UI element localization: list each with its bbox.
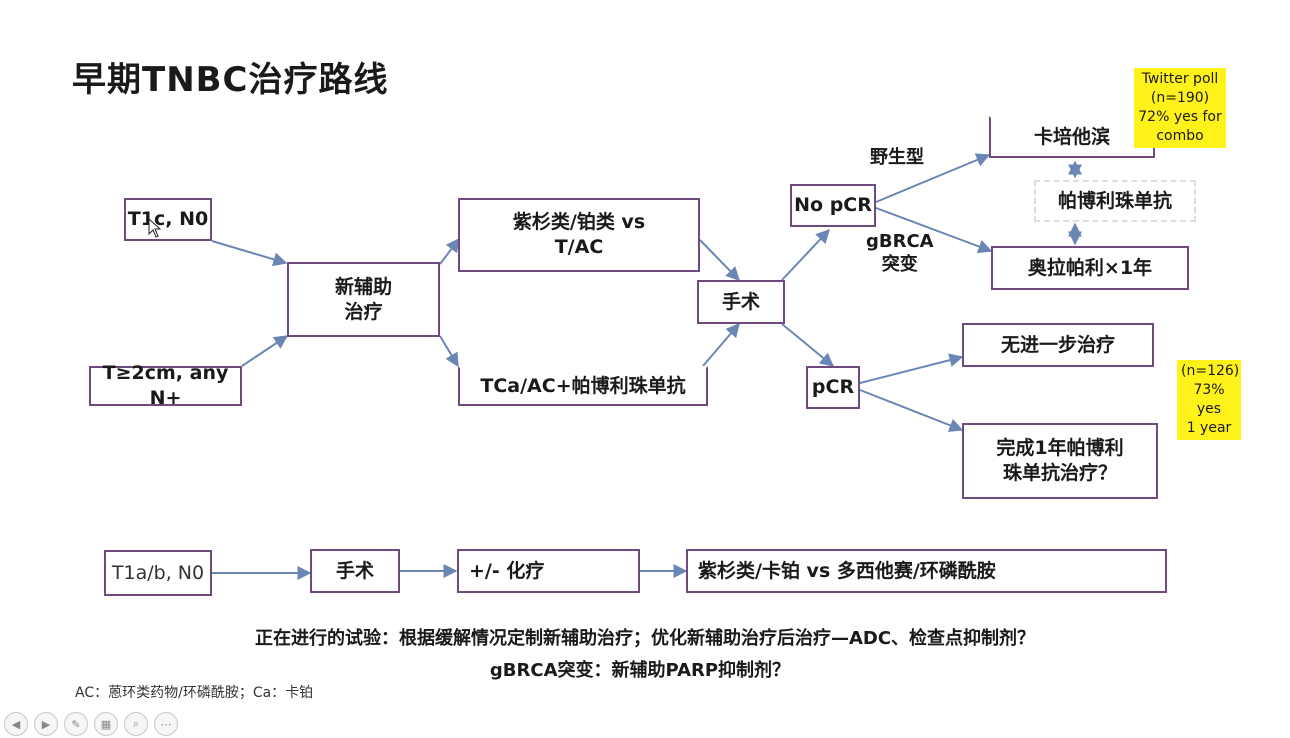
node-t2-any-n: T≥2cm, any N+ [89, 362, 242, 409]
pen-icon[interactable]: ✎ [64, 712, 88, 736]
arrow-neoadj-tca [439, 335, 459, 368]
play-icon[interactable]: ▶ [34, 712, 58, 736]
arrow-t2-neoadj [241, 335, 289, 367]
arrow-neoadj-taxane [439, 237, 460, 265]
abbreviation-footnote: AC：蒽环类药物/环磷酰胺；Ca：卡铂 [75, 685, 314, 701]
more-icon[interactable]: ⋯ [154, 712, 178, 736]
node-olaparib: 奥拉帕利×1年 [991, 246, 1189, 290]
arrow-pcr-nofurther [859, 353, 964, 384]
node-t1ab-n0: T1a/b, N0 [104, 550, 212, 596]
arrow-surgery-nopcr [781, 228, 830, 281]
arrow-taxane-surgery [699, 239, 740, 282]
node-pcr: pCR [806, 366, 860, 409]
node-surgery-2: 手术 [310, 549, 400, 593]
node-neoadjuvant: 新辅助 治疗 [287, 262, 440, 337]
arrow-nopcr-olap [875, 207, 993, 254]
node-tca-pembro: TCa/AC+帕博利珠单抗 [458, 366, 708, 406]
node-regimen: 紫杉类/卡铂 vs 多西他赛/环磷酰胺 [686, 549, 1167, 593]
poll-note-126: (n=126) 73% yes 1 year [1177, 360, 1241, 440]
node-surgery: 手术 [697, 280, 785, 324]
node-no-pcr: No pCR [790, 184, 876, 227]
zoom-icon[interactable]: ⌕ [124, 712, 148, 736]
arrow-pcr-complete [859, 389, 964, 432]
arrow-t1c-neoadj [211, 240, 288, 267]
arrow-tca-surgery [702, 322, 740, 367]
node-t1c-n0: T1c, N0 [124, 198, 212, 241]
node-chemo: +/- 化疗 [457, 549, 640, 593]
label-gbrca-mutation: gBRCA 突变 [866, 231, 934, 276]
presentation-toolbar: ◀ ▶ ✎ ▦ ⌕ ⋯ [0, 712, 178, 738]
prev-icon[interactable]: ◀ [4, 712, 28, 736]
node-taxane-platinum: 紫杉类/铂类 vs T/AC [458, 198, 700, 272]
twitter-poll-note: Twitter poll (n=190) 72% yes for combo [1134, 68, 1226, 148]
arrow-surgery-pcr [781, 323, 835, 367]
label-wildtype: 野生型 [870, 147, 924, 168]
slides-icon[interactable]: ▦ [94, 712, 118, 736]
node-complete-pembro: 完成1年帕博利 珠单抗治疗？ [962, 423, 1158, 499]
ongoing-trials-line1: 正在进行的试验：根据缓解情况定制新辅助治疗；优化新辅助治疗后治疗—ADC、检查点… [254, 628, 1036, 649]
slide-title: 早期TNBC治疗路线 [72, 60, 389, 100]
ongoing-trials-line2: gBRCA突变：新辅助PARP抑制剂？ [489, 660, 791, 681]
node-no-further-treatment: 无进一步治疗 [962, 323, 1154, 367]
node-capecitabine: 卡培他滨 [989, 116, 1155, 158]
node-pembrolizumab: 帕博利珠单抗 [1034, 180, 1196, 222]
mouse-cursor-icon [148, 218, 162, 238]
arrow-nopcr-cap [875, 153, 991, 203]
